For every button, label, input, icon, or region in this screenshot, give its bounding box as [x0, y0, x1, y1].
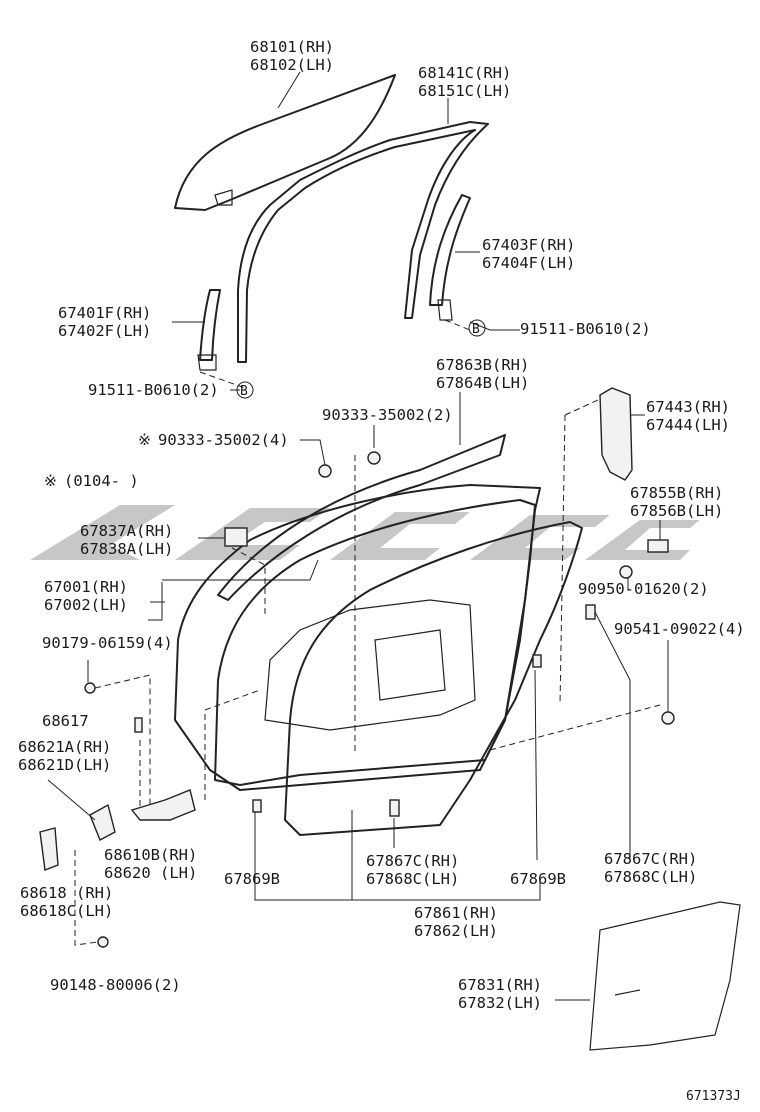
bolt-b-marker-right: B — [468, 319, 486, 337]
upper-hinge — [89, 803, 116, 841]
label-clip-67868c-lh-b: 67868C(LH) — [604, 868, 697, 886]
label-clip-67867c-rh-b: 67867C(RH) — [604, 850, 697, 868]
label-run-lh: 68151C(LH) — [418, 82, 511, 100]
label-hinge-lh: 68621D(LH) — [18, 756, 111, 774]
rear-frame-bracket — [437, 299, 453, 321]
door-check — [130, 789, 196, 821]
rear-lower-frame — [429, 194, 471, 306]
hinge-pin — [134, 717, 143, 733]
bolt-90179 — [84, 682, 96, 694]
mirror-bracket — [599, 387, 633, 481]
label-clip-67869b-right: 67869B — [510, 870, 566, 888]
glass-run — [237, 121, 489, 363]
label-check-rh: 68610B(RH) — [104, 846, 197, 864]
label-cushion-rh: 67855B(RH) — [630, 484, 723, 502]
label-hole-plug-2: 90333-35002(2) — [322, 406, 453, 424]
label-hole-plug-4: 90333-35002(4) — [158, 431, 289, 449]
label-bolt-90148: 90148-80006(2) — [50, 976, 181, 994]
weather-belt-outer — [217, 434, 506, 601]
clip-67869b-left — [252, 799, 262, 813]
label-clip-90541: 90541-09022(4) — [614, 620, 745, 638]
label-hinge-low-rh: 68618 (RH) — [20, 884, 113, 902]
bolt-b-marker-left: B — [236, 381, 254, 399]
bolt-b-marker-right-text: B — [472, 322, 480, 337]
service-hole-cover — [589, 901, 741, 1051]
clip-67867c-center — [389, 799, 400, 817]
door-inner-panel — [214, 499, 536, 786]
label-weatherstrip-lh: 67862(LH) — [414, 922, 498, 940]
label-mirror-bracket-rh: 67443(RH) — [646, 398, 730, 416]
label-note-mark-1: ※ — [138, 431, 151, 449]
label-cushion-lh: 67856B(LH) — [630, 502, 723, 520]
front-frame-bracket — [197, 354, 217, 371]
cushion-block — [647, 539, 669, 553]
label-pin-68617: 68617 — [42, 712, 89, 730]
label-front-frame-lh: 67402F(LH) — [58, 322, 151, 340]
label-door-panel-lh: 67002(LH) — [44, 596, 128, 614]
glass-channel — [214, 189, 233, 206]
door-glass — [174, 74, 396, 211]
clip-90950 — [619, 565, 633, 579]
clip-67867c-right — [585, 604, 596, 620]
label-hinge-low-lh: 68618C(LH) — [20, 902, 113, 920]
label-note-mark-2: ※ — [44, 472, 57, 490]
figure-number: 671373J — [686, 1089, 741, 1104]
hole-plug-b — [367, 451, 381, 465]
label-check-lh: 68620 (LH) — [104, 864, 197, 882]
bolt-90148 — [97, 936, 109, 948]
front-lower-frame — [199, 289, 221, 361]
label-bolt-b-right: 91511-B0610(2) — [520, 320, 651, 338]
label-glass-lh: 68102(LH) — [250, 56, 334, 74]
door-weatherstrip — [284, 521, 583, 836]
label-weather-belt-lh: 67864B(LH) — [436, 374, 529, 392]
label-service-hole-lh: 67832(LH) — [458, 994, 542, 1012]
part-labels: 68101(RH) 68102(LH) 68141C(RH) 68151C(LH… — [18, 38, 745, 1104]
label-clip-67869b-left: 67869B — [224, 870, 280, 888]
bolt-b-marker-left-text: B — [240, 384, 248, 399]
label-door-panel-rh: 67001(RH) — [44, 578, 128, 596]
pad-block — [224, 527, 248, 547]
leader-lines — [47, 71, 669, 1001]
label-run-rh: 68141C(RH) — [418, 64, 511, 82]
label-pad-rh: 67837A(RH) — [80, 522, 173, 540]
label-mirror-bracket-lh: 67444(LH) — [646, 416, 730, 434]
label-front-frame-rh: 67401F(RH) — [58, 304, 151, 322]
label-pad-lh: 67838A(LH) — [80, 540, 173, 558]
dashed-lines — [74, 319, 661, 946]
clip-67869b-right — [532, 654, 542, 668]
label-bolt-b-left: 91511-B0610(2) — [88, 381, 219, 399]
lower-hinge — [39, 827, 59, 871]
label-clip-67868c-lh-a: 67868C(LH) — [366, 870, 459, 888]
label-weatherstrip-rh: 67861(RH) — [414, 904, 498, 922]
label-note-date: (0104- ) — [64, 472, 139, 490]
inner-panel-cutout — [374, 629, 446, 701]
hole-plug-a — [318, 464, 332, 478]
label-clip-67867c-rh-a: 67867C(RH) — [366, 852, 459, 870]
service-hole-clip — [614, 989, 641, 996]
label-clip-90950: 90950-01620(2) — [578, 580, 709, 598]
label-rear-frame-rh: 67403F(RH) — [482, 236, 575, 254]
label-hinge-rh: 68621A(RH) — [18, 738, 111, 756]
label-weather-belt-rh: 67863B(RH) — [436, 356, 529, 374]
inner-panel-detail — [264, 599, 476, 731]
label-glass-rh: 68101(RH) — [250, 38, 334, 56]
label-bolt-90179: 90179-06159(4) — [42, 634, 173, 652]
label-rear-frame-lh: 67404F(LH) — [482, 254, 575, 272]
label-service-hole-rh: 67831(RH) — [458, 976, 542, 994]
clip-90541 — [661, 711, 675, 725]
